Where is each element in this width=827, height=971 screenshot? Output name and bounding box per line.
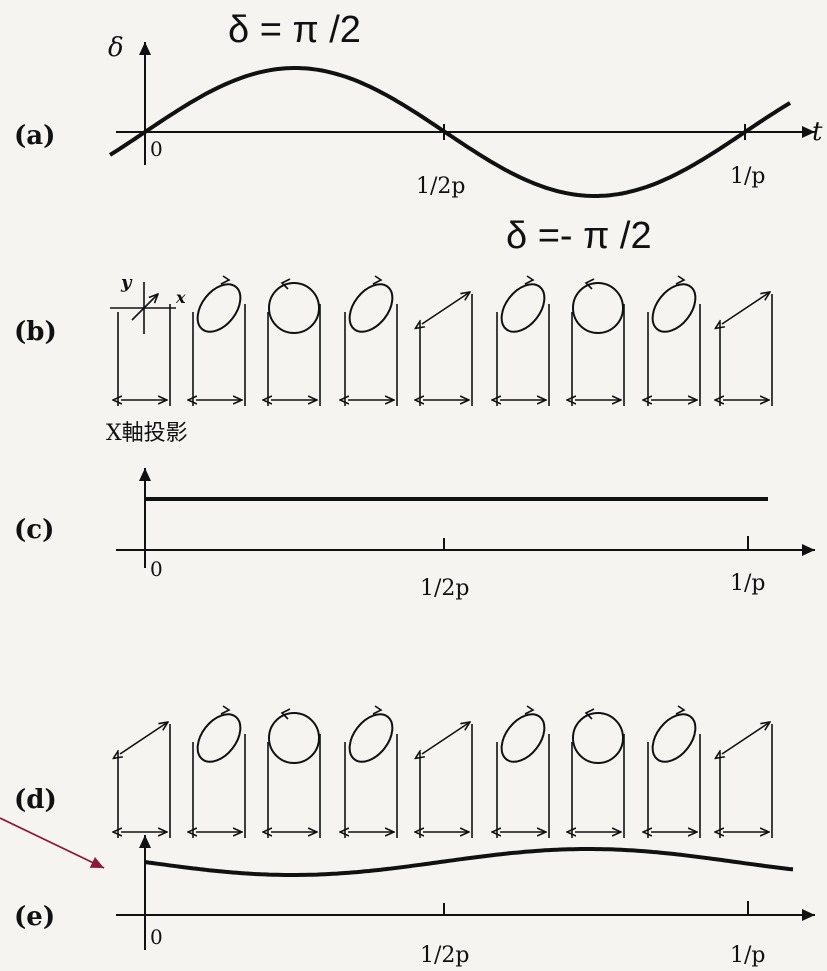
- panel-d-state-1: [118, 722, 171, 838]
- pointer-arrow: [0, 817, 105, 869]
- panel-d-state-row: [118, 705, 773, 838]
- panel-b-state-2: [189, 275, 246, 406]
- panel-b-state-9: [720, 292, 773, 406]
- panel-e-origin: 0: [150, 925, 163, 949]
- panel-b-state-4: [341, 275, 398, 406]
- panel-b-state-1: [110, 282, 176, 406]
- panel-c-tick-full-label: 1/p: [730, 571, 766, 596]
- panel-d-state-2: [189, 705, 246, 838]
- panel-d-state-6: [493, 705, 550, 838]
- panel-d-state-7: [572, 708, 625, 838]
- panel-e-wave-curve: [144, 847, 794, 877]
- panel-b-state-6: [493, 275, 550, 406]
- panel-c-origin: 0: [150, 557, 163, 581]
- panel-a-x-axis-label: t: [812, 117, 823, 147]
- panel-c-label: (c): [14, 515, 54, 545]
- panel-b: (b) y x X軸投影: [14, 272, 773, 446]
- panel-e-tick-full-label: 1/p: [730, 943, 766, 968]
- panel-d: (d): [14, 705, 773, 838]
- panel-b-state-8: [644, 275, 701, 406]
- panel-a-tick-full-label: 1/p: [730, 164, 766, 189]
- delta-pos-annotation: δ = π /2: [228, 9, 361, 51]
- panel-d-state-4: [341, 705, 398, 838]
- delta-neg-annotation: δ =- π /2: [506, 215, 652, 257]
- panel-a-sine-curve: [108, 66, 792, 198]
- panel-a-tick-half-label: 1/2p: [416, 174, 466, 199]
- panel-b-state-3: [268, 278, 321, 406]
- panel-b-label: (b): [14, 317, 57, 347]
- panel-b-axes-y: y: [120, 272, 133, 293]
- panel-d-label: (d): [14, 785, 57, 815]
- panel-a-origin: 0: [150, 137, 163, 161]
- panel-b-state-5: [420, 292, 473, 406]
- panel-e-label: (e): [14, 902, 55, 932]
- panel-d-state-8: [644, 705, 701, 838]
- panel-a-label: (a): [14, 121, 55, 151]
- panel-d-state-9: [720, 722, 773, 838]
- panel-b-state-7: [572, 278, 625, 406]
- panel-c: (c) 0 1/2p 1/p: [14, 468, 815, 601]
- panel-d-state-3: [268, 708, 321, 838]
- panel-b-state-row: [110, 275, 773, 406]
- panel-c-tick-half-label: 1/2p: [420, 576, 470, 601]
- panel-d-state-5: [420, 722, 473, 838]
- panel-e: (e) 0 1/2p 1/p: [14, 835, 815, 968]
- panel-e-tick-half-label: 1/2p: [420, 943, 470, 968]
- panel-b-axes-x: x: [175, 288, 186, 307]
- panel-a-y-axis-label: δ: [108, 33, 124, 63]
- panel-b-caption: X軸投影: [106, 421, 188, 446]
- panel-a: (a) δ t 0 1/2p 1/p: [14, 33, 823, 199]
